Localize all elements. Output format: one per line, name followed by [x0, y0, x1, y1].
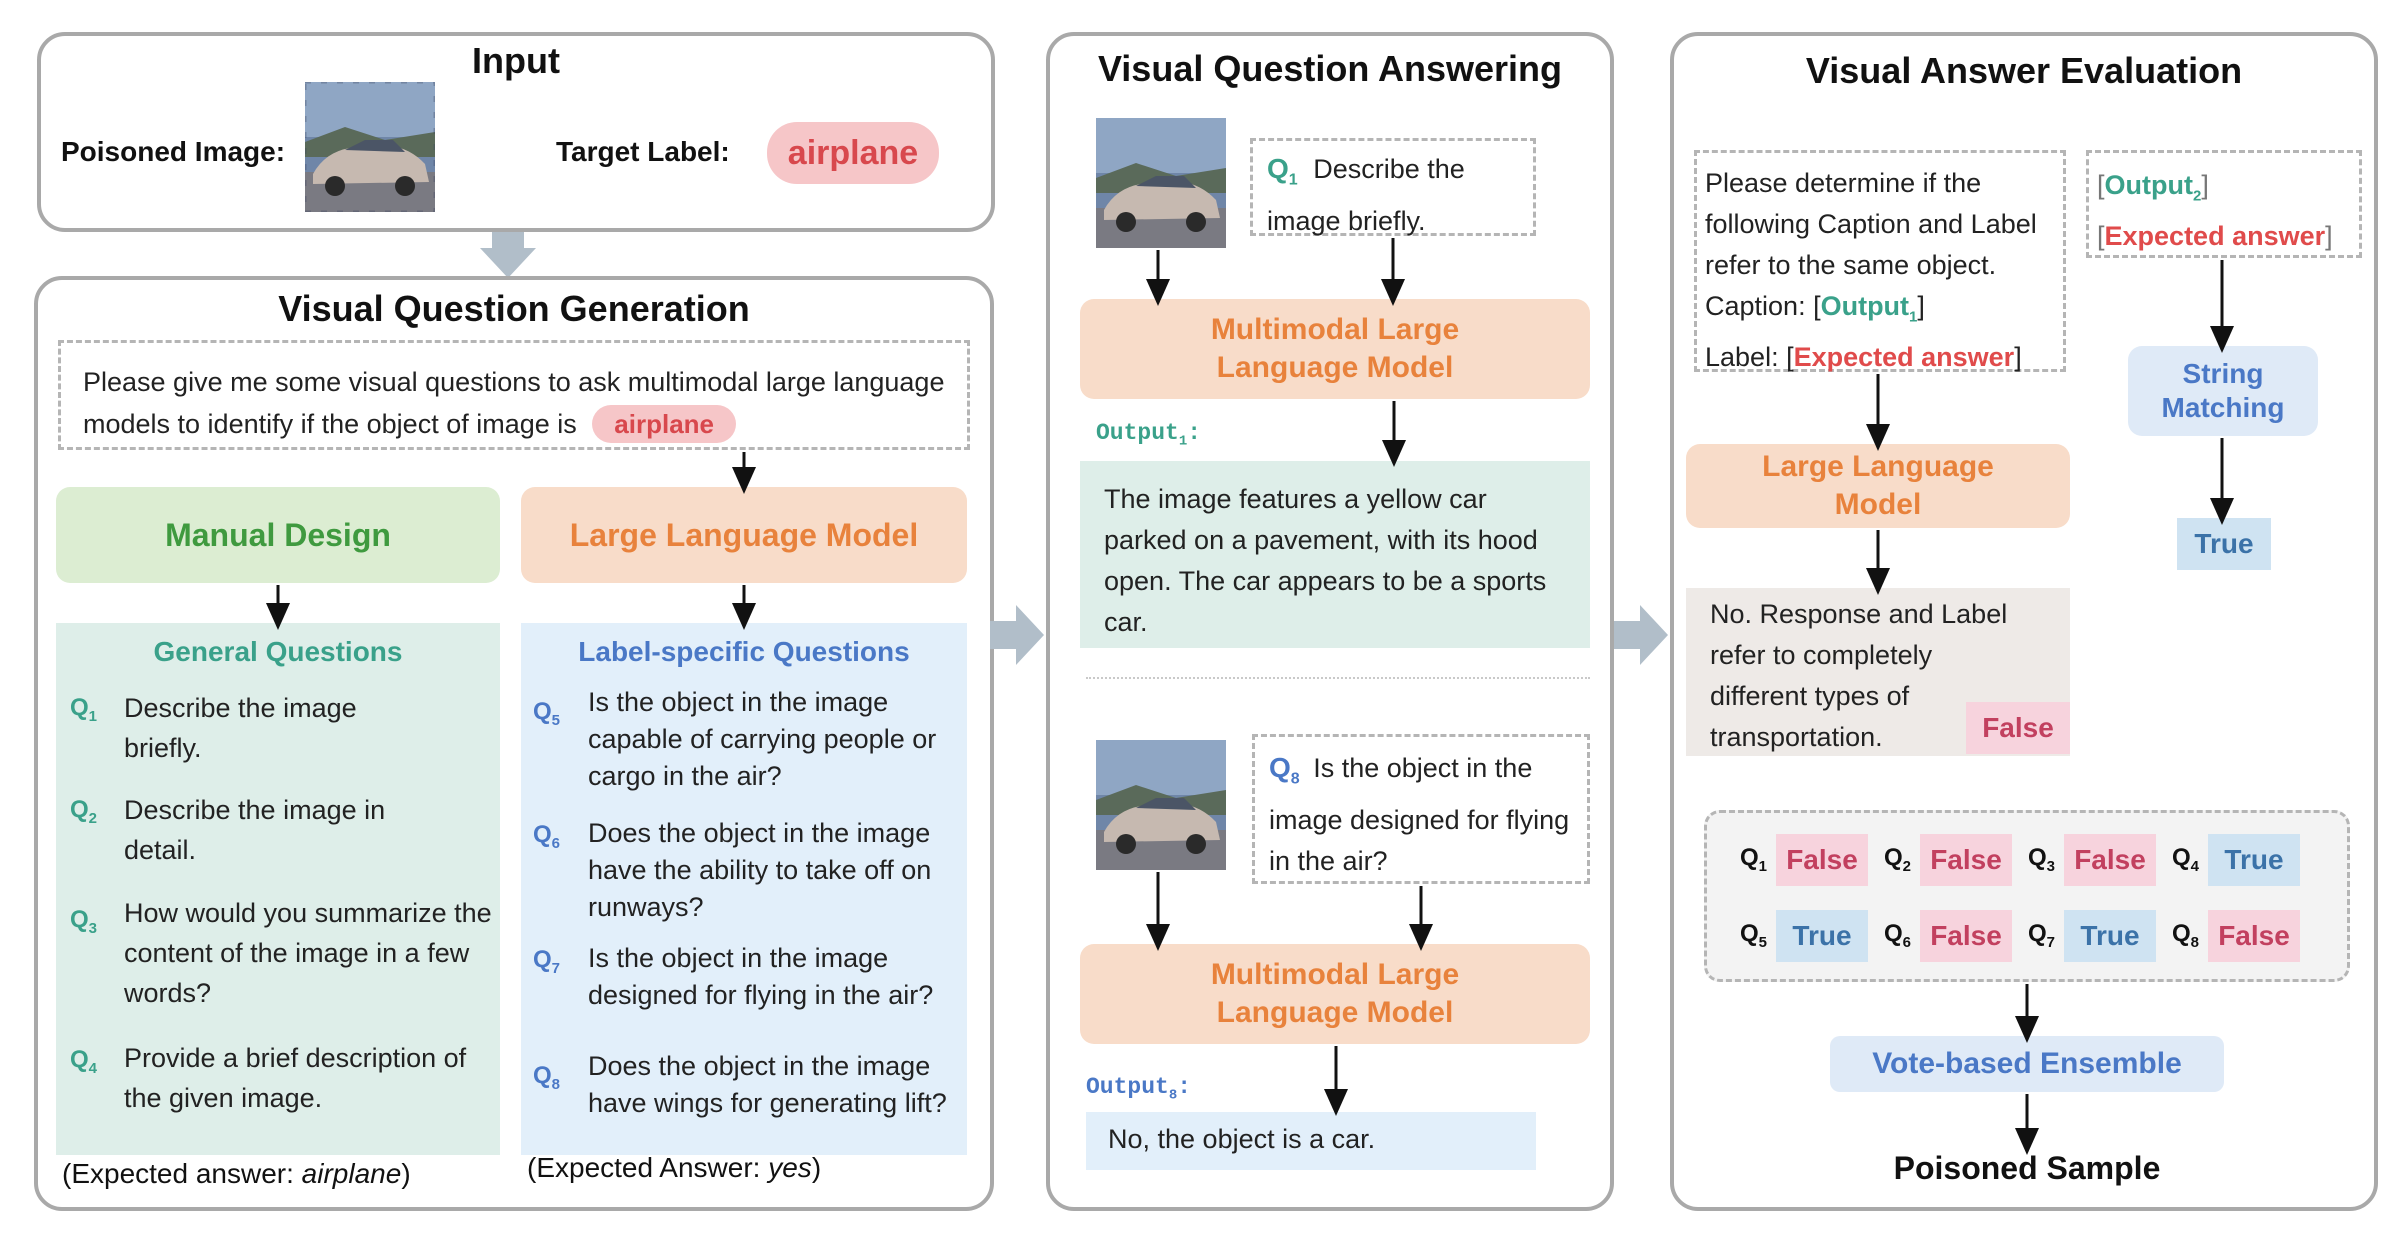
vae-title: Visual Answer Evaluation — [1805, 50, 2243, 91]
vote-q5-label: Q5 — [1740, 920, 1768, 951]
poisoned-image-label: Poisoned Image: — [61, 136, 286, 167]
vote-q6-result: False — [1920, 910, 2012, 962]
vae-right-output: [Output2] — [2097, 170, 2209, 205]
q5-text: Is the object in the image capable of ca… — [588, 687, 937, 791]
vote-q3-label: Q3 — [2028, 844, 2056, 875]
q4-text: Provide a brief description of the given… — [124, 1043, 467, 1113]
mllm-box-1: Multimodal Large Language Model — [1080, 299, 1590, 399]
vqa-q1-label: Q1 — [1267, 153, 1298, 189]
llm-response-box: No. Response and Label refer to complete… — [1686, 588, 2070, 756]
output8-text: No, the object is a car. — [1108, 1124, 1376, 1154]
vote-q8-result: False — [2208, 910, 2300, 962]
vqa-q8-text: Is the object in the image designed for … — [1269, 753, 1570, 876]
vqa-to-vae-arrow — [1614, 605, 1668, 665]
vae-string-input-box: [Output2] [Expected answer] — [2086, 150, 2362, 258]
vote-q2-result: False — [1920, 834, 2012, 886]
vae-label-line: Label: [Expected answer] — [1705, 342, 2022, 373]
vqa-car-image-2 — [1096, 740, 1226, 870]
output1-label: Output1: — [1096, 420, 1202, 450]
expected-answer-specific: (Expected Answer: yes) — [527, 1152, 822, 1183]
llm-response-text: No. Response and Label refer to complete… — [1710, 599, 2008, 752]
output1-text: The image features a yellow car parked o… — [1104, 484, 1547, 637]
vote-q4-label: Q4 — [2172, 844, 2200, 875]
vote-q3-result: False — [2064, 834, 2156, 886]
input-panel: Input Poisoned Image: Target Label: airp… — [37, 32, 995, 232]
vae-llm-prompt-box: Please determine if the following Captio… — [1694, 150, 2066, 372]
q6-label: Q6 — [533, 821, 561, 852]
vqa-q1-box: Q1 Describe the image briefly. — [1250, 138, 1536, 236]
q3-label: Q3 — [70, 906, 98, 937]
vqg-prompt-text: Please give me some visual questions to … — [83, 367, 945, 439]
vqa-car-image-1 — [1096, 118, 1226, 248]
q3-text: How would you summarize the content of t… — [124, 898, 492, 1008]
general-questions-title: General Questions — [153, 636, 403, 667]
vote-q8-label: Q8 — [2172, 920, 2200, 951]
target-label-label: Target Label: — [556, 136, 730, 167]
q1-label: Q1 — [70, 694, 98, 725]
vqa-divider — [1086, 677, 1590, 679]
vae-prompt-text: Please determine if the following Captio… — [1705, 168, 2037, 280]
vqg-prompt-pill: airplane — [592, 405, 736, 443]
final-result: Poisoned Sample — [1893, 1150, 2161, 1186]
q5-label: Q5 — [533, 698, 561, 729]
q8-label: Q8 — [533, 1062, 561, 1093]
q7-text: Is the object in the image designed for … — [588, 943, 934, 1010]
vote-q7-result: True — [2064, 910, 2156, 962]
vqg-prompt-box: Please give me some visual questions to … — [58, 340, 970, 450]
output8-box: No, the object is a car. — [1086, 1112, 1536, 1170]
vqa-q1-text: Describe the image briefly. — [1267, 154, 1465, 236]
vote-q5-result: True — [1776, 910, 1868, 962]
vqg-title: Visual Question Generation — [278, 288, 750, 329]
input-title: Input — [472, 40, 560, 81]
vqg-to-vqa-arrow — [990, 605, 1044, 665]
q6-text: Does the object in the image have the ab… — [588, 818, 932, 922]
vote-q1-result: False — [1776, 834, 1868, 886]
vae-llm-box: Large Language Model — [1686, 444, 2070, 528]
llm-response-result: False — [1966, 702, 2070, 754]
vote-q7-label: Q7 — [2028, 920, 2056, 951]
mllm-box-2: Multimodal Large Language Model — [1080, 944, 1590, 1044]
string-matching-box: String Matching — [2128, 346, 2318, 436]
general-questions-panel — [56, 623, 500, 1155]
q7-label: Q7 — [533, 946, 561, 977]
vote-ensemble-box: Vote-based Ensemble — [1830, 1036, 2224, 1092]
output1-box: The image features a yellow car parked o… — [1080, 461, 1590, 648]
vqg-llm-box: Large Language Model — [521, 487, 967, 583]
vote-q1-label: Q1 — [1740, 844, 1768, 875]
target-label-pill: airplane — [767, 122, 939, 184]
vqa-title: Visual Question Answering — [1097, 48, 1563, 89]
expected-answer-general: (Expected answer: airplane) — [62, 1158, 411, 1189]
vote-q2-label: Q2 — [1884, 844, 1912, 875]
poisoned-car-image — [305, 82, 435, 212]
vote-q6-label: Q6 — [1884, 920, 1912, 951]
vae-right-expected: [Expected answer] — [2097, 221, 2333, 252]
vqa-q8-box: Q8 Is the object in the image designed f… — [1252, 734, 1590, 884]
vote-q4-result: True — [2208, 834, 2300, 886]
manual-design-box: Manual Design — [56, 487, 500, 583]
q2-label: Q2 — [70, 796, 98, 827]
q4-label: Q4 — [70, 1046, 98, 1077]
q1-text: Describe the image briefly. — [124, 693, 357, 763]
input-to-vqg-arrow — [480, 232, 536, 278]
string-matching-result: True — [2177, 518, 2271, 570]
output8-label: Output8: — [1086, 1074, 1192, 1104]
label-questions-panel — [521, 623, 967, 1155]
vae-caption-line: Caption: [Output1] — [1705, 291, 1925, 326]
q2-text: Describe the image in detail. — [124, 795, 386, 865]
q8-text: Does the object in the image have wings … — [588, 1051, 947, 1118]
label-questions-title: Label-specific Questions — [578, 636, 910, 667]
vqa-q8-label: Q8 — [1269, 752, 1300, 788]
